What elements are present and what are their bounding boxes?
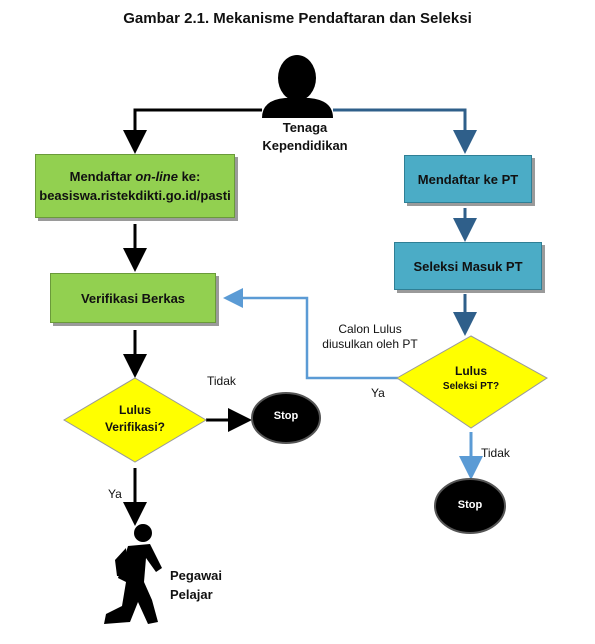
decision-diamond-verification bbox=[63, 377, 207, 463]
stop-oval-left bbox=[251, 392, 321, 444]
decision-selection-text: Lulus Seleksi PT? bbox=[442, 364, 500, 392]
stop-oval-right bbox=[434, 478, 506, 534]
left-no-label: Tidak bbox=[207, 374, 236, 388]
verify-box: Verifikasi Berkas bbox=[50, 273, 216, 323]
stop-right-label: Stop bbox=[457, 499, 483, 511]
walking-person-icon bbox=[104, 524, 162, 624]
right-no-label: Tidak bbox=[481, 446, 510, 460]
selection-box: Seleksi Masuk PT bbox=[394, 242, 542, 290]
person-top-label: Tenaga Kependidikan bbox=[262, 120, 348, 153]
person-silhouette-icon bbox=[262, 55, 333, 118]
result-label: Pegawai Pelajar bbox=[170, 568, 223, 602]
pt-register-box: Mendaftar ke PT bbox=[404, 155, 532, 203]
stop-left-label: Stop bbox=[273, 410, 299, 422]
figure-title: Gambar 2.1. Mekanisme Pendaftaran dan Se… bbox=[123, 10, 472, 27]
decision-diamond-selection bbox=[396, 335, 548, 429]
feedback-label: Calon Lulus diusulkan oleh PT bbox=[322, 322, 418, 351]
online-register-box: Mendaftar on-line ke: beasiswa.ristekdik… bbox=[35, 154, 235, 218]
decision-verification-text: Lulus Verifikasi? bbox=[104, 403, 166, 434]
left-yes-label: Ya bbox=[108, 487, 122, 501]
arrow-person-to-online-register bbox=[123, 108, 262, 154]
arrow-person-to-pt-register bbox=[333, 108, 477, 154]
arrow-feedback-to-verify bbox=[223, 288, 398, 380]
right-yes-label: Ya bbox=[371, 386, 385, 400]
